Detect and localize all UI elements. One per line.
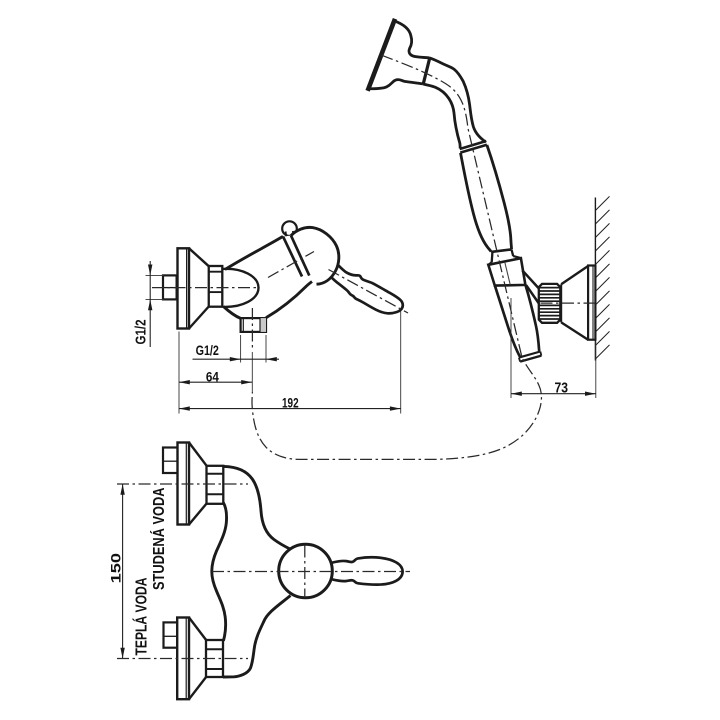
svg-text:192: 192 [282, 395, 299, 410]
svg-text:STUDENÁ VODA: STUDENÁ VODA [151, 488, 168, 591]
svg-text:TEPLÁ VODA: TEPLÁ VODA [134, 578, 151, 656]
svg-text:G1/2: G1/2 [133, 320, 150, 345]
svg-text:150: 150 [109, 553, 124, 584]
svg-text:73: 73 [555, 380, 569, 396]
svg-text:64: 64 [206, 369, 219, 384]
svg-text:G1/2: G1/2 [196, 343, 219, 358]
